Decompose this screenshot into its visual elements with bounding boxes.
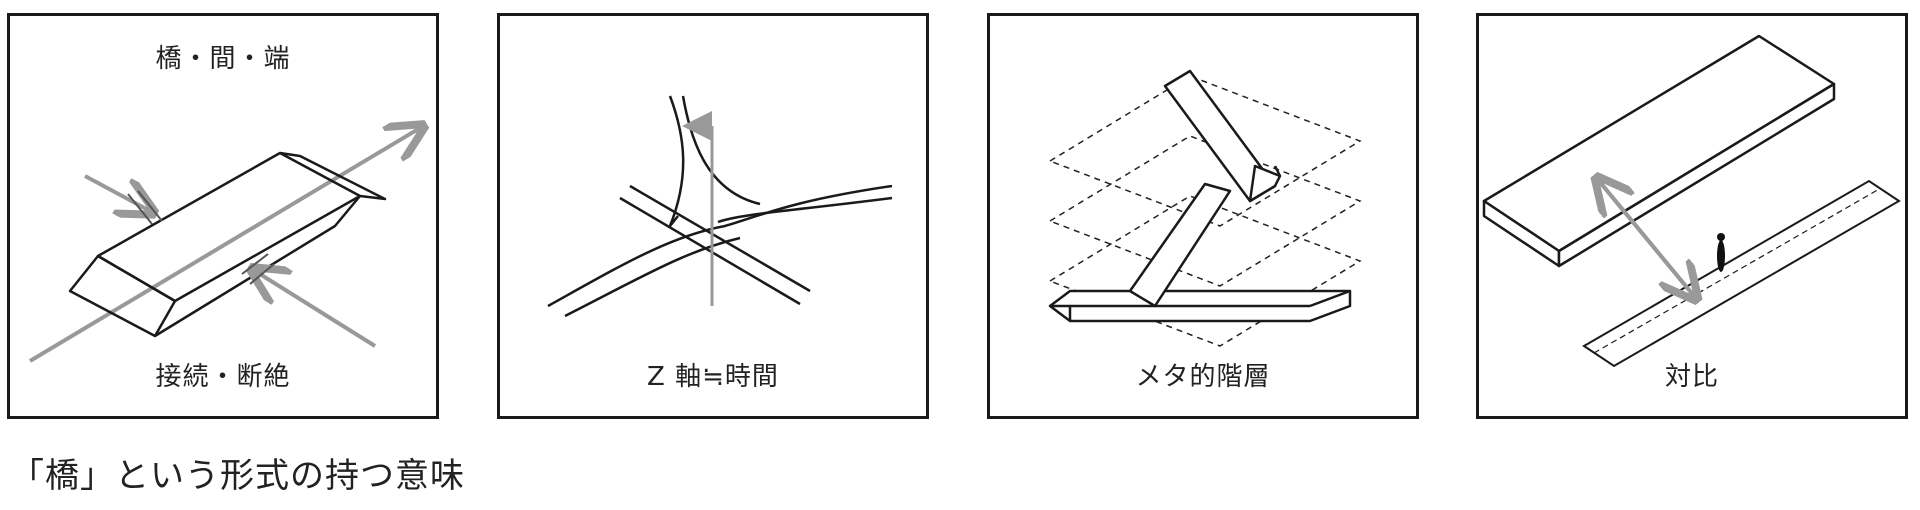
panel-contrast: 対比 [1476, 13, 1908, 419]
panel-bottom-label: Z 軸≒時間 [647, 362, 779, 392]
figure-caption: 「橋」という形式の持つ意味 [10, 456, 465, 496]
person-figure [1717, 240, 1725, 272]
upper-slab [1482, 34, 1836, 253]
crossroads-diagram [547, 95, 893, 318]
bridge-side-edge [154, 195, 361, 338]
pinch-arrow-right [255, 271, 377, 348]
panel-meta-layers: メタ的階層 [987, 13, 1419, 419]
axis-arrow [28, 128, 420, 363]
diagonal-beam [1128, 182, 1232, 308]
panel-bottom-label: 接続・断絶 [155, 362, 291, 392]
panel-time-axis: Z 軸≒時間 [497, 13, 929, 419]
panel-top-label: 橋・間・端 [155, 44, 291, 74]
pinch-arrow-left [84, 174, 150, 211]
panel-bottom-label: 対比 [1664, 362, 1719, 392]
panel-bottom-label: メタ的階層 [1135, 362, 1271, 392]
contrast-diagram [1482, 34, 1901, 368]
bridge-end-face [68, 254, 177, 338]
layers-diagram [1048, 69, 1362, 347]
bridge-diagram [28, 16, 436, 363]
panel-connection: 橋・間・端 接続・断絶 [7, 13, 439, 419]
ground-path [1582, 179, 1901, 368]
